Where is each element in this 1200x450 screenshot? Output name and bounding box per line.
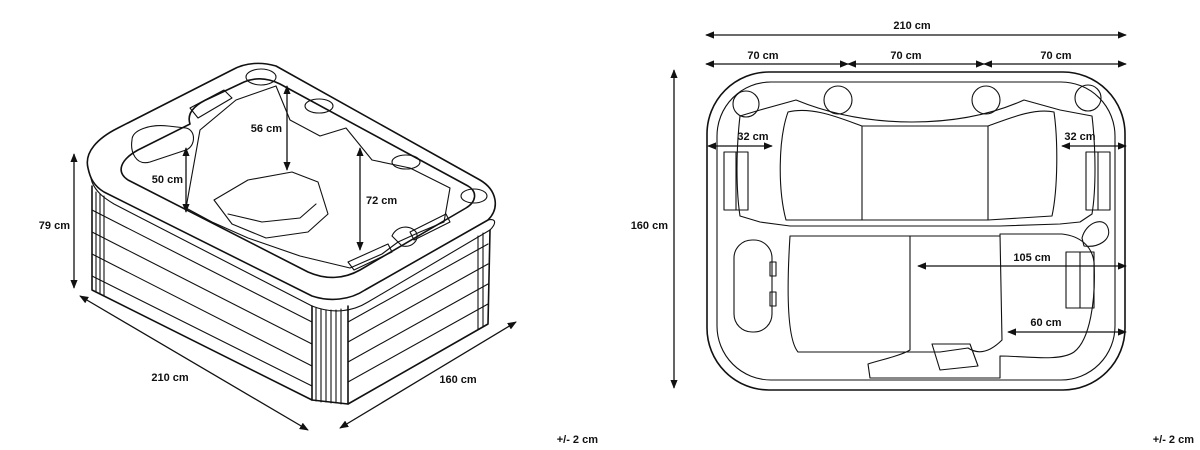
top-view-dimensions xyxy=(670,31,1127,389)
section-3-label: 70 cm xyxy=(1040,50,1071,62)
top-view-tub-drawing xyxy=(706,71,1126,391)
section-2-label: 70 cm xyxy=(890,50,921,62)
tub-inner-shell xyxy=(185,85,451,269)
headrest-left xyxy=(189,89,233,119)
seat-depth-label: 56 cm xyxy=(251,123,282,135)
upper-bench-contour xyxy=(736,99,1096,227)
length-dim-line xyxy=(79,295,309,431)
corner-post-ribs xyxy=(95,191,484,405)
tub-rim-lip xyxy=(87,167,496,312)
top-outer-rim xyxy=(706,71,1126,391)
total-length-label: 210 cm xyxy=(893,20,931,32)
tub-seat xyxy=(213,171,329,239)
height-label: 79 cm xyxy=(39,220,70,232)
length-label: 210 cm xyxy=(151,372,189,384)
tolerance-note-left: +/- 2 cm xyxy=(557,434,598,446)
tub-outer-rim xyxy=(86,62,497,301)
width-label: 160 cm xyxy=(439,374,477,386)
top-cup-holder xyxy=(732,90,760,118)
width-top-label: 160 cm xyxy=(631,220,669,232)
perspective-tub-drawing xyxy=(86,62,497,405)
cup-holder xyxy=(245,68,277,86)
cooler-slot xyxy=(131,125,195,164)
tolerance-note-right: +/- 2 cm xyxy=(1153,434,1194,446)
width-dim-line xyxy=(339,321,517,429)
top-inner-rim xyxy=(716,81,1116,381)
lounger-seat-left xyxy=(779,109,863,221)
lounger-length-label: 105 cm xyxy=(1013,252,1051,264)
lounger-seat-right xyxy=(987,110,1058,221)
section-1-label: 70 cm xyxy=(747,50,778,62)
top-cooler-slot xyxy=(733,239,773,333)
tub-depth-label: 72 cm xyxy=(366,195,397,207)
headrest-right-label: 32 cm xyxy=(1064,131,1095,143)
lounger-depth-label: 50 cm xyxy=(152,174,183,186)
headrest-right xyxy=(347,243,393,271)
perspective-dimensions xyxy=(70,85,517,431)
seat-width-label: 60 cm xyxy=(1030,317,1061,329)
headrest-left-label: 32 cm xyxy=(737,131,768,143)
tub-inner-rim xyxy=(120,78,476,279)
